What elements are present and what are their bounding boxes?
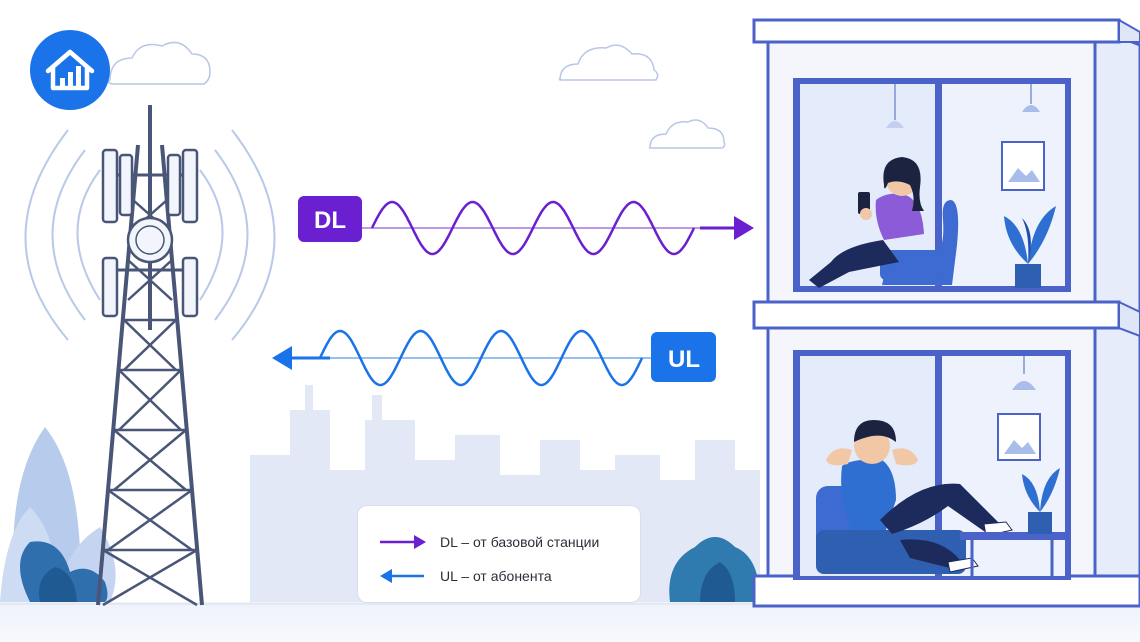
ul-signal: UL	[272, 329, 716, 387]
legend-item-ul: UL – от абонента	[378, 564, 552, 588]
dl-badge-label: DL	[314, 207, 346, 234]
dl-wave	[370, 200, 696, 256]
legend-item-label: UL – от абонента	[440, 568, 552, 584]
antenna-panels	[101, 148, 199, 318]
arrow-right-icon	[734, 216, 754, 240]
ul-wave	[318, 329, 644, 387]
arrow-left-icon	[272, 346, 292, 370]
legend: DL – от базовой станции UL – от абонента	[357, 505, 641, 603]
arrow-right-icon	[380, 535, 426, 549]
cloud	[648, 119, 726, 149]
plant-upper	[1004, 206, 1056, 288]
plant-lower	[1022, 468, 1060, 534]
signal-waves	[24, 129, 276, 341]
woman-with-phone	[809, 157, 959, 288]
ul-badge	[651, 332, 716, 382]
cloud	[558, 44, 659, 82]
legend-item-label: DL – от базовой станции	[440, 534, 600, 550]
arrow-left-icon	[380, 569, 424, 583]
dl-badge	[298, 196, 362, 242]
cloud	[107, 41, 211, 85]
legend-item-dl: DL – от базовой станции	[378, 530, 599, 554]
side-table	[960, 532, 1065, 576]
bush-left	[0, 427, 116, 602]
ground	[0, 602, 1140, 642]
dl-signal: DL	[298, 196, 754, 256]
building	[752, 18, 1140, 608]
man-relaxing	[816, 420, 1013, 574]
cell-tower	[96, 105, 204, 607]
ul-badge-label: UL	[668, 346, 700, 373]
house-signal-icon	[30, 30, 110, 110]
